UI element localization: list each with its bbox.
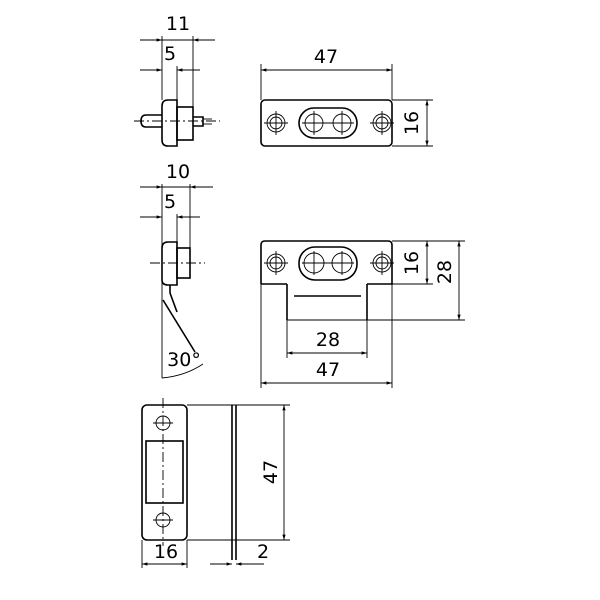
view1-front: 47 16: [260, 46, 433, 147]
view2-side: 10 5 30°: [140, 161, 213, 379]
view1-side: 11 5: [134, 13, 220, 147]
dim-depth-11: 11: [166, 13, 190, 35]
dim-flange-5: 5: [164, 191, 176, 213]
dim-depth-10: 10: [166, 161, 190, 183]
dim-flange-5: 5: [164, 43, 176, 65]
dim-thickness-2: 2: [257, 541, 269, 563]
dim-height-28: 28: [434, 260, 456, 284]
dim-angle-30: 30°: [167, 349, 201, 371]
dim-length-47: 47: [316, 359, 340, 381]
view3: 47 16 2: [141, 398, 290, 568]
dim-width-16: 16: [154, 541, 178, 563]
dim-height-16: 16: [401, 111, 423, 135]
view2-front: 28 47 16 28: [260, 240, 465, 388]
dim-height-16: 16: [401, 251, 423, 275]
dim-length-47: 47: [314, 46, 338, 68]
dim-height-47: 47: [260, 460, 282, 484]
dim-tab-28: 28: [316, 329, 340, 351]
